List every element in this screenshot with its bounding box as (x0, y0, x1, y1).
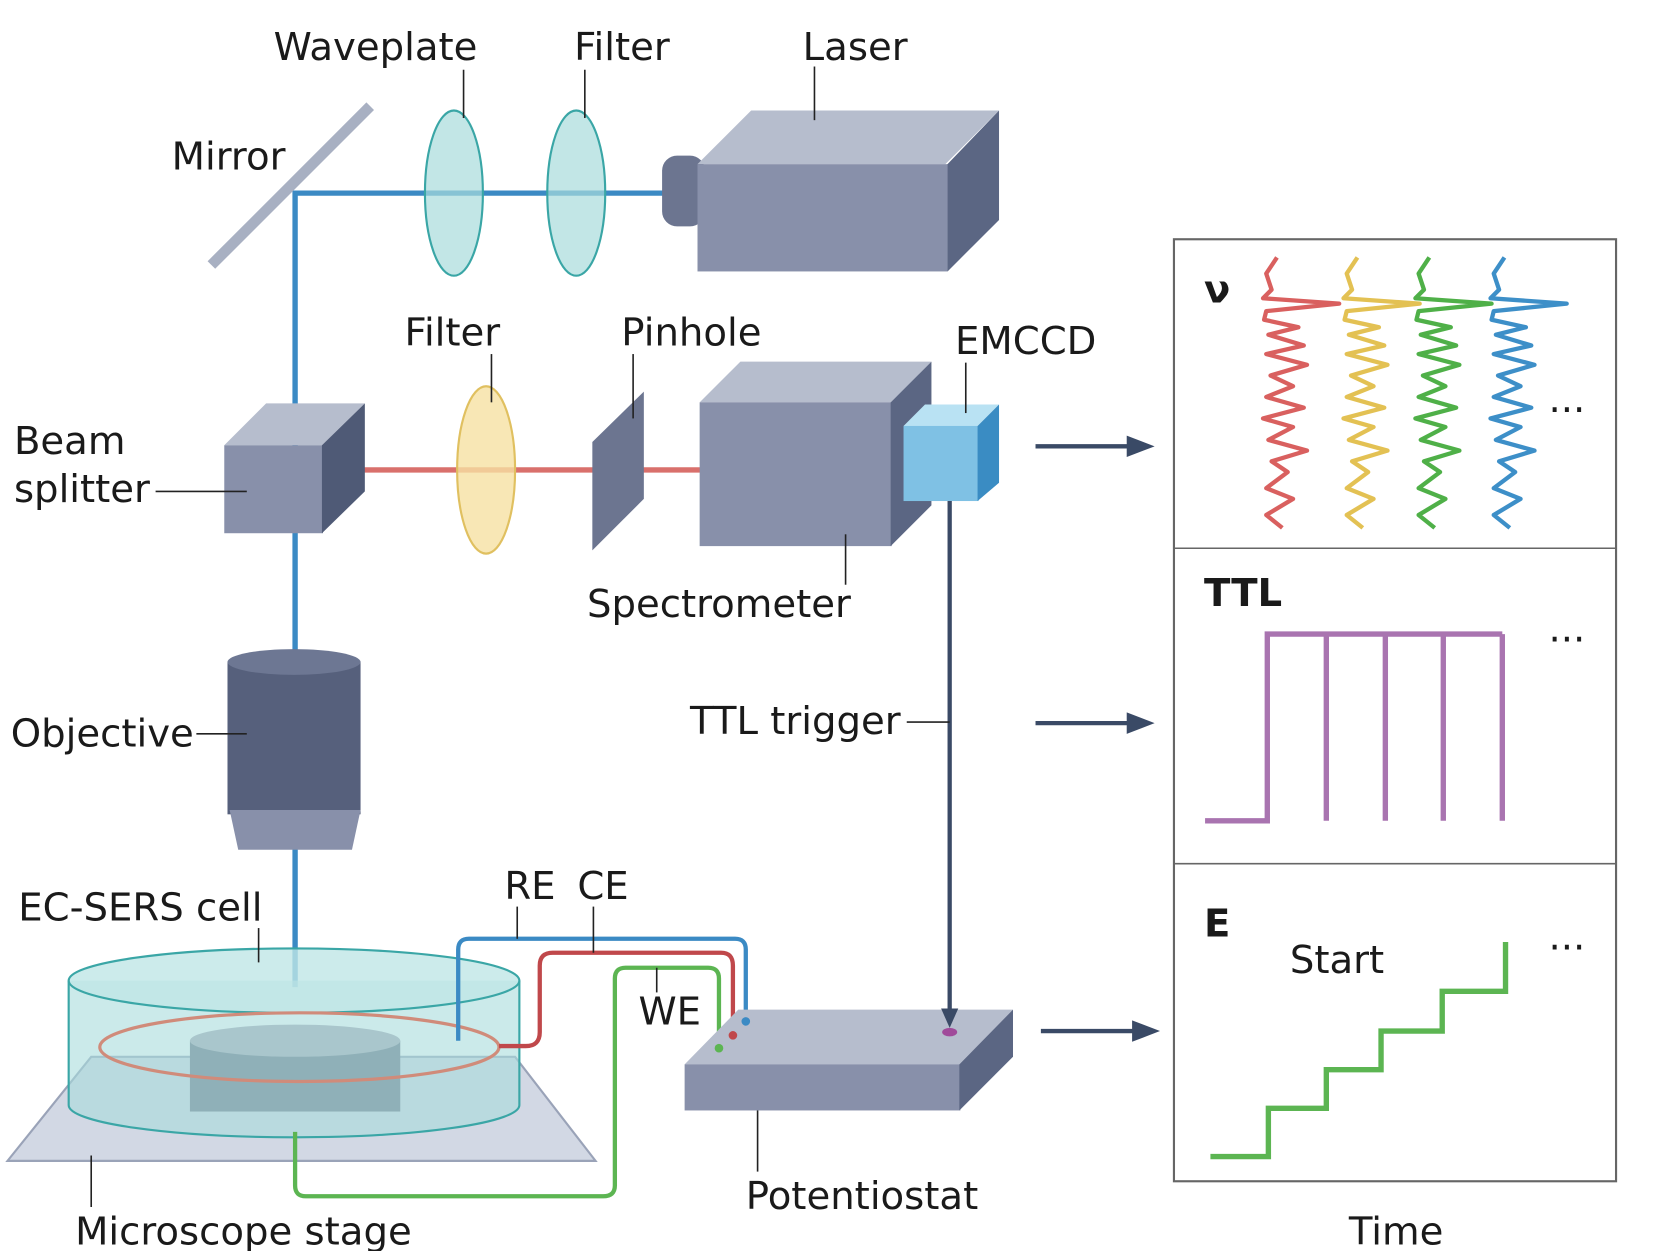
ec-sers-cell-shape (67, 947, 521, 1139)
spectrum-trace (1341, 256, 1422, 530)
panel-potential-ellipsis: ... (1548, 915, 1585, 960)
potential-staircase-trace (1210, 942, 1509, 1160)
objective-shape (227, 649, 361, 850)
filter-top-shape (546, 109, 607, 277)
pinhole-shape (592, 391, 644, 551)
label-pinhole: Pinhole (621, 310, 761, 355)
mirror-shape (207, 102, 375, 269)
spectra-traces (1260, 256, 1569, 530)
spectrometer-shape (699, 361, 932, 547)
panel-spectra-label: ν (1204, 268, 1230, 313)
label-ce: CE (577, 864, 628, 909)
emccd-shape (903, 404, 1000, 502)
spectrum-trace (1488, 256, 1569, 530)
ttl-pulse-trace (1205, 631, 1505, 824)
label-beam-splitter-line2: splitter (14, 467, 150, 512)
panel-ttl-ellipsis: ... (1548, 607, 1585, 652)
panel-potential-label: E (1204, 902, 1230, 947)
label-waveplate: Waveplate (274, 25, 478, 70)
output-arrows (1035, 435, 1160, 1042)
label-potentiostat: Potentiostat (746, 1174, 978, 1219)
panel-potential-start: Start (1290, 938, 1384, 983)
waveplate-shape (423, 109, 484, 277)
potentiostat-shape (684, 1009, 1013, 1111)
label-emccd: EMCCD (955, 319, 1096, 364)
x-axis-time-label: Time (1348, 1210, 1444, 1251)
panel-ttl-label: TTL (1204, 571, 1282, 616)
ce-wire (498, 950, 736, 1049)
label-microscope-stage: Microscope stage (75, 1210, 412, 1251)
leader-lines (90, 66, 967, 1208)
label-filter-mid: Filter (405, 310, 501, 355)
label-beam-splitter-line1: Beam (14, 419, 126, 464)
spectrum-trace (1413, 256, 1494, 530)
panel-spectra-ellipsis: ... (1548, 377, 1585, 422)
signal-panels (1172, 238, 1618, 1183)
we-wire (292, 965, 722, 1199)
label-spectrometer: Spectrometer (587, 582, 851, 627)
label-laser: Laser (803, 25, 908, 70)
label-re: RE (504, 864, 555, 909)
label-mirror: Mirror (172, 135, 286, 180)
label-ttl-trigger: TTL trigger (689, 699, 901, 744)
filter-mid-shape (456, 385, 517, 555)
ttl-trigger-line (941, 501, 959, 1028)
laser-shape (662, 110, 1000, 272)
label-filter-top: Filter (574, 25, 670, 70)
label-ec-sers-cell: EC-SERS cell (18, 886, 262, 931)
label-we: WE (638, 990, 701, 1035)
spectrum-trace (1260, 256, 1342, 530)
re-wire (456, 936, 748, 1041)
beam-splitter-shape (224, 403, 365, 534)
label-objective: Objective (11, 712, 194, 757)
